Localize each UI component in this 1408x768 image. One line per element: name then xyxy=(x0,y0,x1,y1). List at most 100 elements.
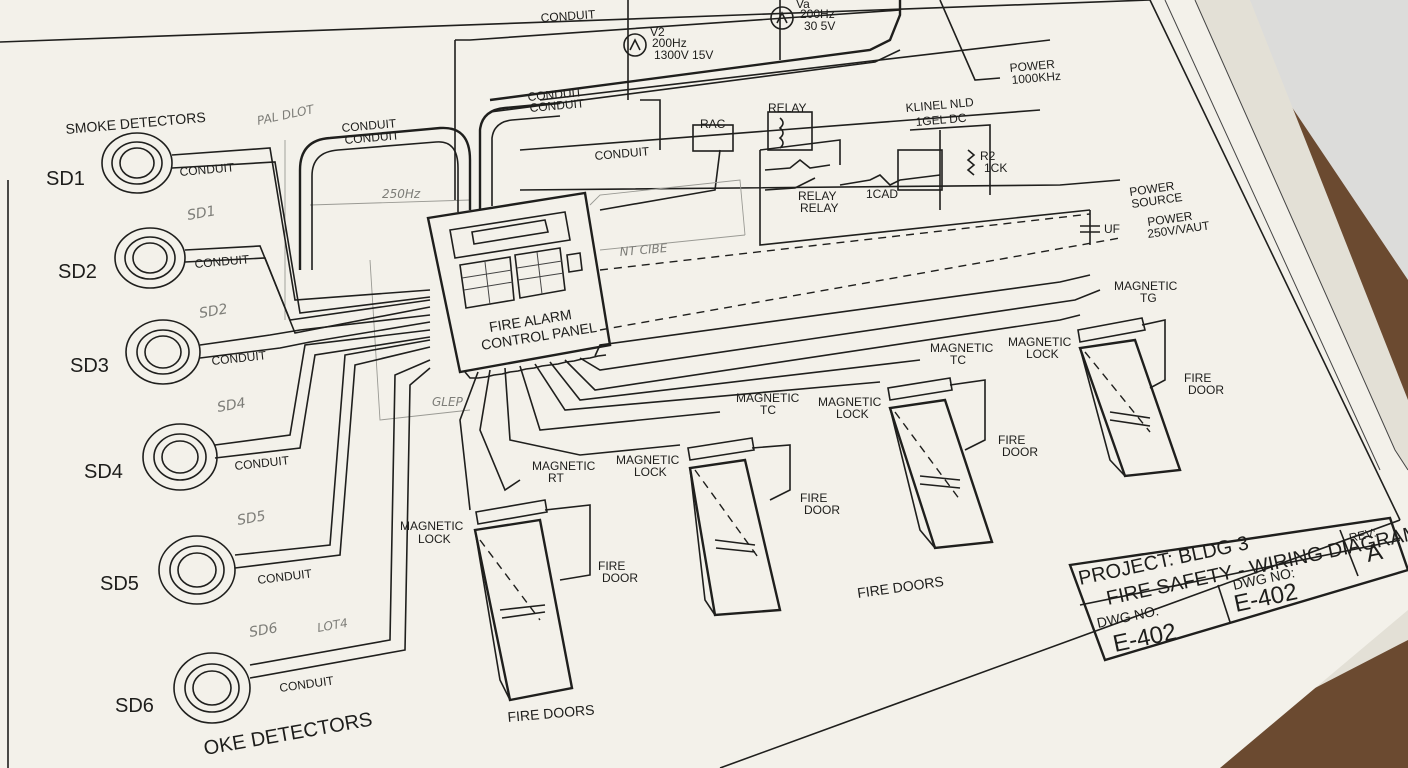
relay-coil-icon xyxy=(767,111,813,151)
relay-label: RELAY xyxy=(768,101,806,115)
va-label: Va xyxy=(796,0,810,11)
door3-fire-label: FIRE xyxy=(998,433,1025,447)
sd5-note: SD5 xyxy=(236,508,267,529)
conduit-label-2: CONDUIT xyxy=(194,252,250,271)
kinel-spec: 1GEL DC xyxy=(915,111,967,129)
fire-door-4 xyxy=(1077,317,1182,478)
door3-sensor-label: MAGNETIC xyxy=(930,341,994,355)
door4-door-label: DOOR xyxy=(1188,383,1224,397)
smoke-detector-6 xyxy=(173,652,251,724)
annotation-lot4: LOT4 xyxy=(316,616,349,635)
title-block-rev-label: REV: xyxy=(1348,526,1378,545)
annotation-250hz: 250Hz xyxy=(382,187,421,201)
sd5-label: SD5 xyxy=(100,573,139,595)
sd4-note: SD4 xyxy=(216,395,247,416)
conduit-label-7: CONDUIT xyxy=(341,116,397,135)
generator-v2-icon xyxy=(623,33,647,57)
door1-lock-label-2: LOCK xyxy=(418,532,451,546)
detector-conduit-bundle xyxy=(171,147,431,679)
power-top-spec: 1000KHz xyxy=(1011,69,1061,87)
door1-sensor-label-2: RT xyxy=(548,471,564,485)
conduit-label-9: CONDUIT xyxy=(540,7,596,25)
va-spec-2: 30 5V xyxy=(804,19,835,33)
conduit-label-4: CONDUIT xyxy=(234,453,290,473)
va-spec-1: 200Hz xyxy=(800,7,835,21)
door1-lock-label: MAGNETIC xyxy=(400,519,464,533)
fire-door-1 xyxy=(473,499,591,702)
sd4-label: SD4 xyxy=(84,461,123,483)
power-source-label: POWER xyxy=(1128,179,1175,199)
r2-label: R2 xyxy=(980,149,996,163)
fire-door-2 xyxy=(687,437,791,617)
conduit-label-1: CONDUIT xyxy=(179,160,235,179)
rac-label: RAC xyxy=(700,117,726,131)
relay-label-2a: RELAY xyxy=(798,189,836,203)
door4-lock-label: MAGNETIC xyxy=(1008,335,1072,349)
door3-door-label: DOOR xyxy=(1002,445,1038,459)
kinel-label: KLINEL NLD xyxy=(905,95,975,115)
door2-fire-label: FIRE xyxy=(800,491,827,505)
rac-relay-icon xyxy=(692,124,734,152)
fire-doors-label-2: FIRE DOORS xyxy=(856,573,945,601)
annotation-glep: GLEP xyxy=(432,395,464,409)
smoke-detectors-title: SMOKE DETECTORS xyxy=(65,109,206,137)
smoke-detectors-title-bottom: OKE DETECTORS xyxy=(202,709,374,760)
title-block-rev: A xyxy=(1364,538,1385,568)
smoke-detector-3 xyxy=(125,319,201,385)
sd3-note: SD2 xyxy=(198,301,229,322)
smoke-detector-1 xyxy=(101,132,173,194)
door2-door-label: DOOR xyxy=(804,503,840,517)
door2-sensor-label: MAGNETIC xyxy=(736,391,800,405)
fire-doors-label-1: FIRE DOORS xyxy=(507,701,595,725)
conduit-label-10: CONDUIT xyxy=(527,85,583,104)
conduit-label-5: CONDUIT xyxy=(257,566,314,587)
conduit-label-8: CONDUIT xyxy=(344,128,400,147)
door1-door-label: DOOR xyxy=(602,571,638,585)
load-label: 1CAD xyxy=(866,187,898,201)
door3-sensor-label-2: TC xyxy=(950,353,966,367)
sd2-note: SD1 xyxy=(186,203,217,224)
door4-lock-label-2: LOCK xyxy=(1026,347,1059,361)
conduit-label-11: CONDUIT xyxy=(529,96,585,115)
sd3-label: SD3 xyxy=(70,355,109,377)
v2-spec-2: 1300V 15V xyxy=(654,48,713,62)
door1-fire-label: FIRE xyxy=(598,559,625,573)
resistor-r2-icon xyxy=(966,149,976,176)
conduit-label-6: CONDUIT xyxy=(278,673,335,695)
door2-lock-label-2: LOCK xyxy=(634,465,667,479)
annotation-nt-cibe: NT CIBE xyxy=(619,241,668,259)
uf-label: UF xyxy=(1104,222,1120,236)
title-block xyxy=(1068,516,1408,662)
conduit-label-3: CONDUIT xyxy=(211,348,267,368)
door2-lock-label: MAGNETIC xyxy=(616,453,680,467)
door4-fire-label: FIRE xyxy=(1184,371,1211,385)
sd6-label: SD6 xyxy=(115,695,154,717)
door-wiring-bundle xyxy=(459,274,1101,511)
sd2-label: SD2 xyxy=(58,261,97,283)
fire-door-3 xyxy=(887,377,994,550)
v2-label: V2 xyxy=(650,25,665,39)
generator-va-icon xyxy=(770,6,794,30)
door3-lock-label: MAGNETIC xyxy=(818,395,882,409)
smoke-detector-5 xyxy=(158,535,236,605)
smoke-detector-4 xyxy=(142,423,218,491)
r2-value: 1CK xyxy=(984,161,1007,175)
door1-sensor-label: MAGNETIC xyxy=(532,459,596,473)
door4-sensor-label: MAGNETIC xyxy=(1114,279,1178,293)
door2-sensor-label-2: TC xyxy=(760,403,776,417)
power-vaut-label: POWER xyxy=(1146,209,1193,229)
keypad-icon xyxy=(459,247,566,309)
relay-switch-icon xyxy=(897,149,943,191)
smoke-detector-2 xyxy=(114,227,186,289)
conduit-label-12: CONDUIT xyxy=(594,144,650,163)
sd6-note: SD6 xyxy=(248,620,279,641)
annotation-pal-dlot: PAL DLOT xyxy=(256,102,317,128)
v2-spec-1: 200Hz xyxy=(652,36,687,50)
sd1-label: SD1 xyxy=(46,168,85,190)
power-top-label: POWER xyxy=(1009,57,1056,75)
door3-lock-label-2: LOCK xyxy=(836,407,869,421)
door4-sensor-label-2: TG xyxy=(1140,291,1157,305)
